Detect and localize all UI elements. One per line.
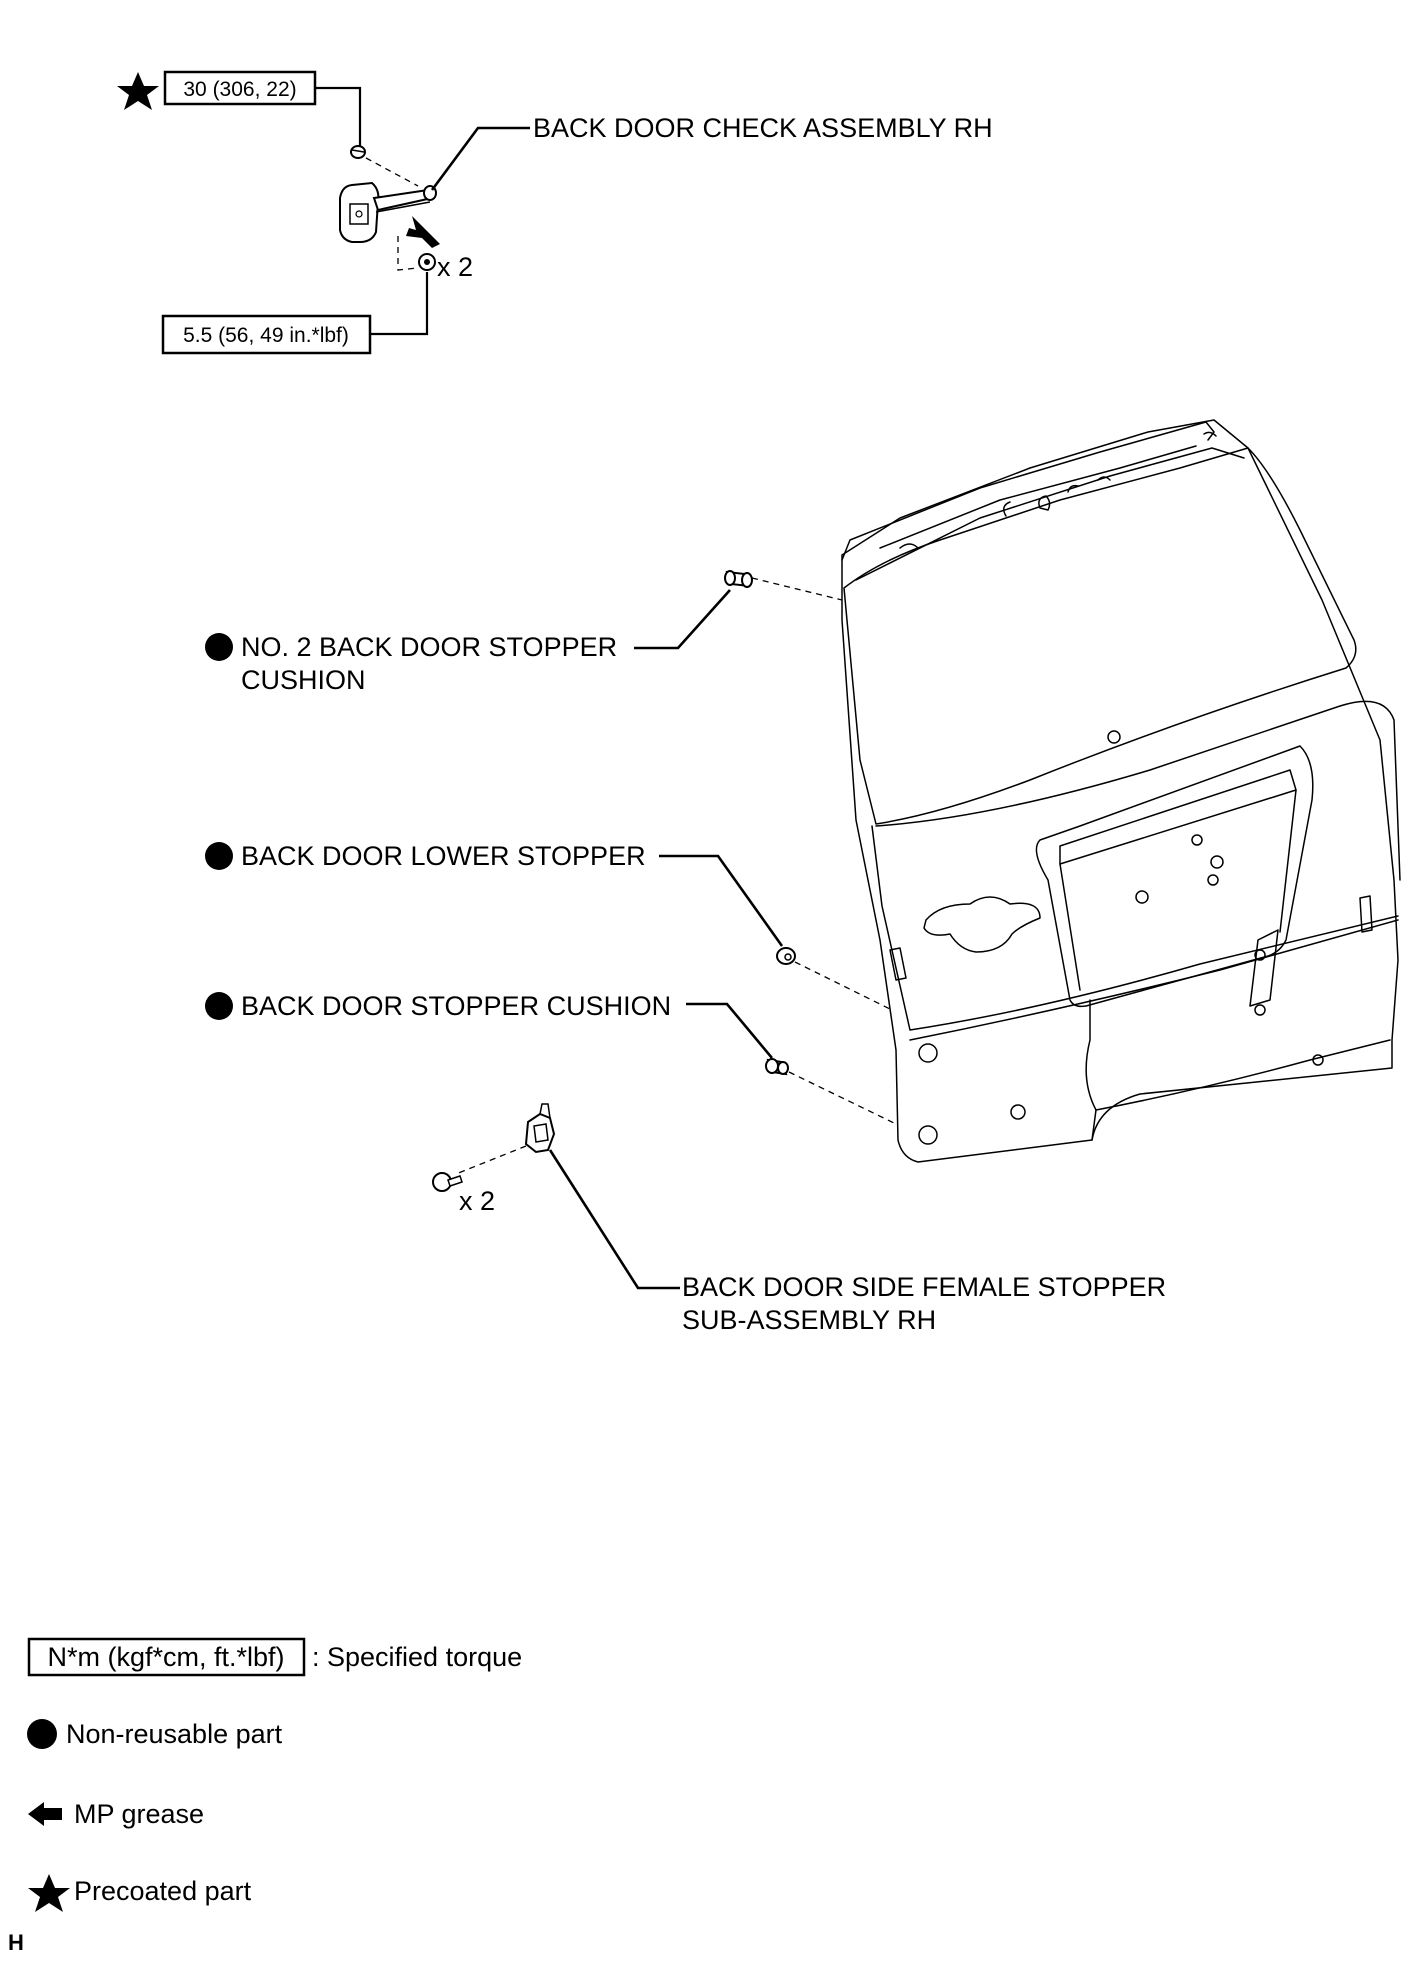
legend-precoated-star-icon — [28, 1874, 70, 1912]
no2-stopper-leader — [634, 589, 731, 650]
torque-leader-check — [315, 86, 362, 148]
female-stopper-label-1: BACK DOOR SIDE FEMALE STOPPER — [682, 1272, 1166, 1302]
bolt-torque-leader — [370, 272, 429, 336]
no2-stopper-label-2: CUSHION — [241, 665, 366, 695]
check-top-bolt — [350, 145, 366, 159]
check-bolt-dashed-line — [365, 157, 419, 187]
female-stopper-bolt — [432, 1172, 463, 1192]
no2-stopper-dashed-line — [751, 577, 843, 601]
legend-mp-grease-arrow-icon — [28, 1802, 62, 1826]
torque-value-bolt: 5.5 (56, 49 in.*lbf) — [183, 324, 349, 347]
female-stopper-leader — [548, 1149, 680, 1290]
mp-grease-arrow-icon — [406, 216, 440, 248]
non-reusable-dot-1 — [205, 633, 233, 661]
female-stopper-qty: x 2 — [459, 1186, 495, 1216]
check-assembly-label: BACK DOOR CHECK ASSEMBLY RH — [533, 113, 993, 143]
non-reusable-dot-2 — [205, 842, 233, 870]
female-stopper-part — [524, 1103, 556, 1154]
stopper-cushion-label: BACK DOOR STOPPER CUSHION — [241, 991, 671, 1021]
no2-stopper-cushion-part — [724, 570, 753, 588]
legend-torque-text: : Specified torque — [312, 1642, 522, 1672]
lower-stopper-dashed-line — [794, 961, 893, 1011]
legend: N*m (kgf*cm, ft.*lbf) : Specified torque… — [27, 1637, 522, 1912]
torque-box-check — [163, 70, 317, 106]
female-stopper-group: x 2 BACK DOOR SIDE FEMALE STOPPER SUB-AS… — [432, 1103, 1166, 1335]
no2-stopper-label-1: NO. 2 BACK DOOR STOPPER — [241, 632, 617, 662]
check-label-leader — [430, 126, 530, 191]
corner-mark: H — [8, 1930, 24, 1955]
female-stopper-dashed-line — [455, 1145, 527, 1175]
check-bolt-qty: x 2 — [437, 252, 473, 282]
legend-precoated-text: Precoated part — [74, 1876, 252, 1906]
check-bottom-bolt — [418, 253, 436, 271]
check-assembly-part — [339, 181, 437, 243]
stopper-cushion-part — [765, 1058, 789, 1076]
torque-value-check: 30 (306, 22) — [183, 78, 296, 101]
lower-stopper-label: BACK DOOR LOWER STOPPER — [241, 841, 646, 871]
stopper-cushion-group: BACK DOOR STOPPER CUSHION — [205, 991, 897, 1125]
precoated-star-icon — [117, 72, 159, 110]
torque-box-bolt — [161, 314, 372, 355]
non-reusable-dot-3 — [205, 992, 233, 1020]
lower-stopper-group: BACK DOOR LOWER STOPPER — [205, 841, 893, 1011]
lower-stopper-leader — [659, 854, 784, 947]
check-assembly-group: 30 (306, 22) BACK DOOR CHECK ASSEMBLY RH… — [117, 70, 993, 355]
legend-torque-units: N*m (kgf*cm, ft.*lbf) — [47, 1642, 284, 1672]
back-door-outline — [841, 419, 1401, 1163]
lower-stopper-part — [776, 947, 796, 965]
legend-torque-box — [27, 1637, 306, 1677]
check-lower-dashed-line — [397, 236, 419, 271]
stopper-cushion-dashed-line — [788, 1071, 897, 1125]
legend-non-reusable-dot-icon — [27, 1719, 57, 1749]
female-stopper-label-2: SUB-ASSEMBLY RH — [682, 1305, 936, 1335]
legend-non-reusable-text: Non-reusable part — [66, 1719, 283, 1749]
stopper-cushion-leader — [686, 1002, 773, 1059]
no2-stopper-group: NO. 2 BACK DOOR STOPPER CUSHION — [205, 570, 843, 695]
legend-mp-grease-text: MP grease — [74, 1799, 204, 1829]
